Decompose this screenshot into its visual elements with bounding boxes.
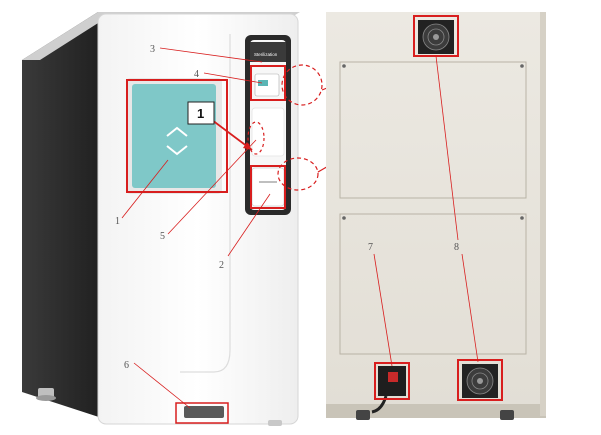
top-fan-hub bbox=[433, 34, 439, 40]
caster bbox=[500, 410, 514, 420]
door-window bbox=[132, 84, 216, 188]
callout-4: 4 bbox=[194, 69, 199, 80]
highlight-bottom-handle bbox=[175, 402, 229, 424]
caster bbox=[356, 410, 370, 420]
leader-7 bbox=[373, 253, 393, 367]
leader-1 bbox=[121, 159, 169, 219]
foot-base bbox=[36, 395, 56, 401]
chevron-up-icon bbox=[166, 126, 188, 137]
highlight-display bbox=[250, 65, 286, 101]
brand-strip bbox=[250, 42, 286, 62]
upper-access-plate bbox=[339, 61, 527, 199]
bottom-fan-hub bbox=[477, 378, 483, 384]
brand-label: Sterilization bbox=[254, 52, 278, 57]
bottom-handle bbox=[184, 406, 224, 418]
dashed-circle-panel bbox=[247, 121, 265, 155]
callout-5: 5 bbox=[160, 231, 165, 242]
callout-1: 1 bbox=[115, 216, 120, 227]
highlight-power-inlet bbox=[374, 362, 410, 400]
leader-8-bottom bbox=[461, 253, 479, 363]
leader-6 bbox=[133, 362, 191, 409]
screw bbox=[342, 216, 346, 220]
bottom-fan-grille-ring bbox=[471, 372, 489, 390]
callout-8: 8 bbox=[454, 242, 459, 253]
highlight-door-window bbox=[126, 79, 228, 193]
touch-panel bbox=[251, 107, 285, 157]
callout-7: 7 bbox=[368, 242, 373, 253]
leader-5 bbox=[167, 139, 257, 235]
screw bbox=[520, 216, 524, 220]
arrow-head bbox=[243, 142, 252, 150]
callout-6: 6 bbox=[124, 360, 129, 371]
front-unit: Sterilization bbox=[22, 12, 300, 426]
leader-4 bbox=[203, 72, 263, 84]
rear-unit bbox=[326, 12, 546, 420]
leader-2 bbox=[227, 193, 271, 257]
front-annotations bbox=[121, 47, 363, 424]
top-fan-grille-ring bbox=[427, 28, 445, 46]
rear-right-edge bbox=[540, 12, 546, 416]
boxed-callout-1-group: 1 bbox=[187, 101, 253, 151]
highlight-bottom-fan bbox=[457, 359, 503, 401]
boxed-callout-1 bbox=[187, 101, 215, 125]
body-groove bbox=[180, 34, 231, 373]
side-panel bbox=[22, 12, 108, 420]
boxed-callout-1-label: 1 bbox=[197, 106, 204, 121]
printer-slot bbox=[251, 167, 285, 207]
callout-3: 3 bbox=[150, 44, 155, 55]
leader-8-top bbox=[435, 55, 459, 241]
lower-access-plate bbox=[339, 213, 527, 355]
display-readout bbox=[258, 80, 268, 86]
dashed-circle-printer bbox=[277, 157, 319, 191]
power-switch bbox=[388, 372, 398, 382]
dashed-circle-display bbox=[281, 64, 323, 106]
callout-2: 2 bbox=[219, 260, 224, 271]
rear-annotations bbox=[373, 15, 503, 401]
highlight-printer bbox=[250, 165, 286, 209]
chevron-down-icon bbox=[166, 145, 188, 156]
top-edge bbox=[22, 12, 300, 60]
leader-3 bbox=[159, 47, 263, 63]
foot bbox=[268, 420, 282, 426]
screw bbox=[342, 64, 346, 68]
screw bbox=[520, 64, 524, 68]
